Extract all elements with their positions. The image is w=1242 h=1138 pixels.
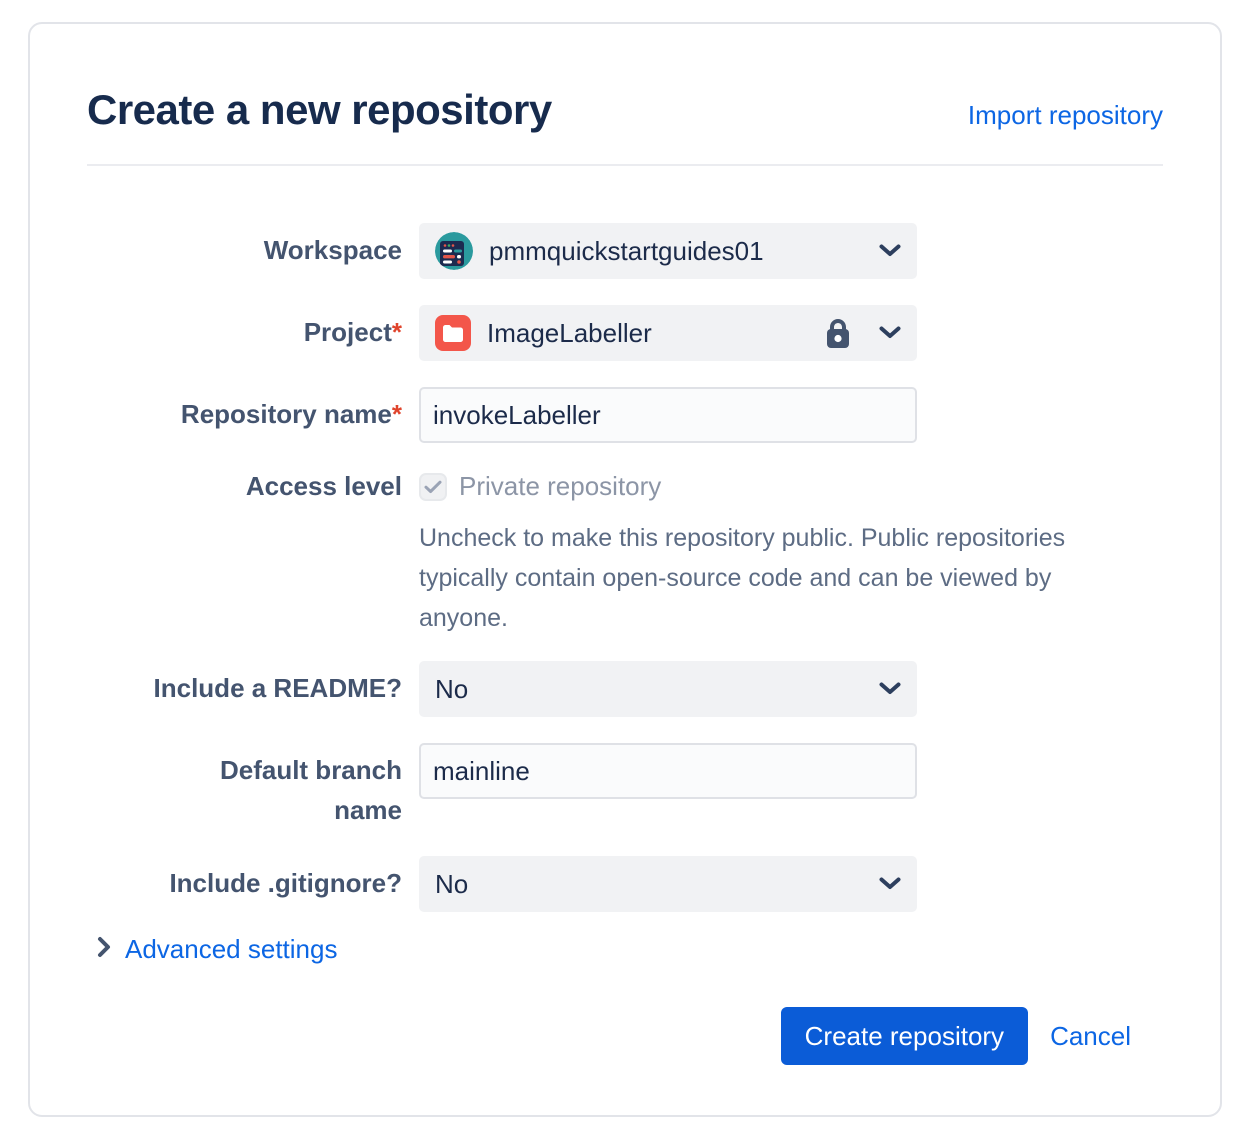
chevron-down-icon (879, 244, 901, 258)
required-asterisk: * (391, 399, 402, 429)
chevron-down-icon (879, 326, 901, 340)
access-level-label: Access level (245, 471, 402, 501)
gitignore-select[interactable]: No (419, 856, 917, 912)
default-branch-input[interactable] (419, 743, 917, 799)
workspace-avatar-icon (435, 232, 473, 270)
gitignore-row: Include .gitignore? No (87, 856, 1163, 912)
chevron-down-icon (879, 682, 901, 696)
readme-label: Include a README? (153, 673, 402, 703)
access-level-row: Access level Private repository Uncheck … (87, 469, 1163, 638)
chevron-right-icon (97, 936, 111, 963)
chevron-down-icon (879, 877, 901, 891)
create-repository-dialog: Create a new repository Import repositor… (28, 22, 1222, 1117)
advanced-settings-label: Advanced settings (125, 934, 338, 964)
default-branch-label: Default branch name (219, 755, 402, 825)
workspace-value: pmmquickstartguides01 (489, 235, 764, 266)
readme-row: Include a README? No (87, 661, 1163, 717)
repository-name-row: Repository name* (87, 387, 1163, 443)
create-repository-button[interactable]: Create repository (780, 1007, 1029, 1065)
header-divider (87, 164, 1163, 166)
default-branch-row: Default branch name (87, 743, 1163, 830)
repository-name-input[interactable] (419, 387, 917, 443)
project-select[interactable]: ImageLabeller (419, 305, 917, 361)
page-title: Create a new repository (87, 86, 552, 133)
readme-select[interactable]: No (419, 661, 917, 717)
readme-value: No (435, 673, 469, 704)
private-repository-checkbox[interactable] (419, 472, 447, 501)
create-repository-form: Workspace (87, 223, 1163, 912)
cancel-button[interactable]: Cancel (1050, 1020, 1131, 1051)
import-repository-link[interactable]: Import repository (967, 100, 1163, 130)
gitignore-label: Include .gitignore? (169, 868, 402, 898)
project-value: ImageLabeller (487, 317, 652, 348)
lock-icon (825, 317, 851, 349)
access-level-help-text: Uncheck to make this repository public. … (419, 524, 1066, 632)
dialog-header: Create a new repository Import repositor… (87, 86, 1163, 134)
project-folder-icon (435, 315, 471, 351)
workspace-select[interactable]: pmmquickstartguides01 (419, 223, 917, 279)
workspace-row: Workspace (87, 223, 1163, 279)
project-row: Project* ImageLabeller (87, 305, 1163, 361)
workspace-label: Workspace (263, 235, 402, 265)
gitignore-value: No (435, 868, 469, 899)
advanced-settings-toggle[interactable]: Advanced settings (97, 934, 337, 965)
project-label: Project* (303, 317, 402, 347)
repository-name-label: Repository name* (180, 399, 402, 429)
dialog-actions: Create repository Cancel (87, 1007, 1131, 1065)
private-repository-label: Private repository (459, 471, 662, 501)
required-asterisk: * (391, 317, 402, 347)
